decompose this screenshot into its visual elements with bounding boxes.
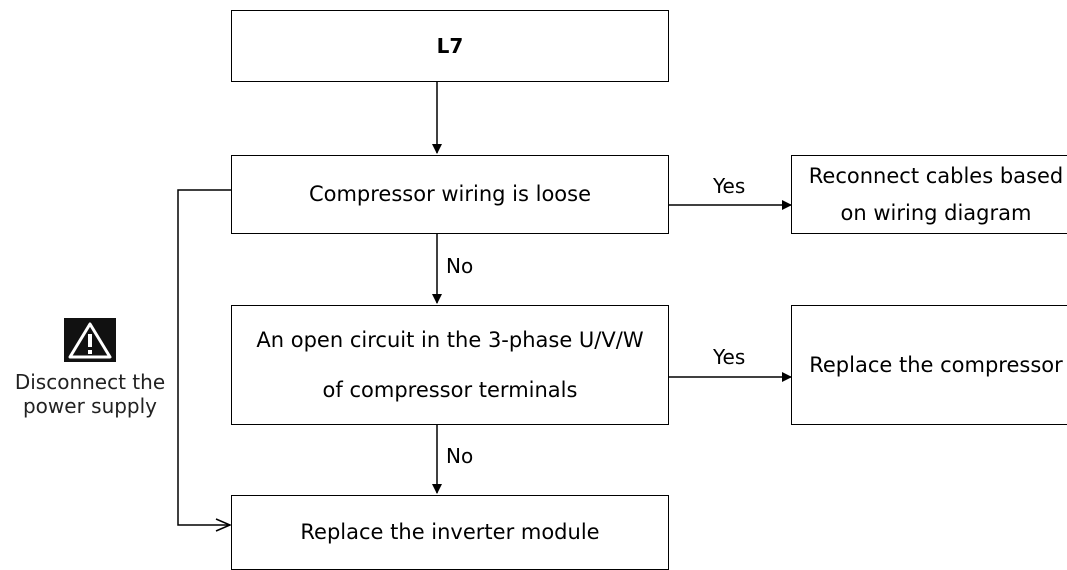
node-reconnect-label-line2: on wiring diagram [840, 200, 1032, 225]
node-check-wiring-label: Compressor wiring is loose [308, 182, 592, 206]
node-replace-compressor: Replace the compressor [791, 305, 1067, 425]
node-start-l7: L7 [231, 10, 669, 82]
node-open-circuit-label-line2: of compressor terminals [322, 378, 578, 402]
node-replace-inverter: Replace the inverter module [231, 495, 669, 570]
warning-text-line2: power supply [22, 394, 158, 418]
node-replace-compressor-label: Replace the compressor [809, 352, 1063, 377]
edge-label-wiring-yes: Yes [713, 174, 746, 198]
node-check-open-circuit: An open circuit in the 3-phase U/V/W of … [231, 305, 669, 425]
node-replace-inverter-label: Replace the inverter module [300, 520, 600, 544]
node-check-wiring: Compressor wiring is loose [231, 155, 669, 234]
node-reconnect-label-line1: Reconnect cables based [808, 163, 1064, 188]
arrow-power-bypass [177, 189, 231, 525]
node-reconnect-cables: Reconnect cables based on wiring diagram [791, 155, 1067, 234]
warning-text-line1: Disconnect the [14, 370, 166, 394]
node-start-label: L7 [436, 34, 464, 58]
power-warning: Disconnect the power supply [0, 318, 180, 418]
edge-label-open-no: No [446, 444, 474, 468]
edge-label-open-yes: Yes [713, 345, 746, 369]
warning-triangle-icon [64, 318, 116, 362]
node-open-circuit-label-line1: An open circuit in the 3-phase U/V/W [256, 327, 644, 352]
edge-label-wiring-no: No [446, 254, 474, 278]
